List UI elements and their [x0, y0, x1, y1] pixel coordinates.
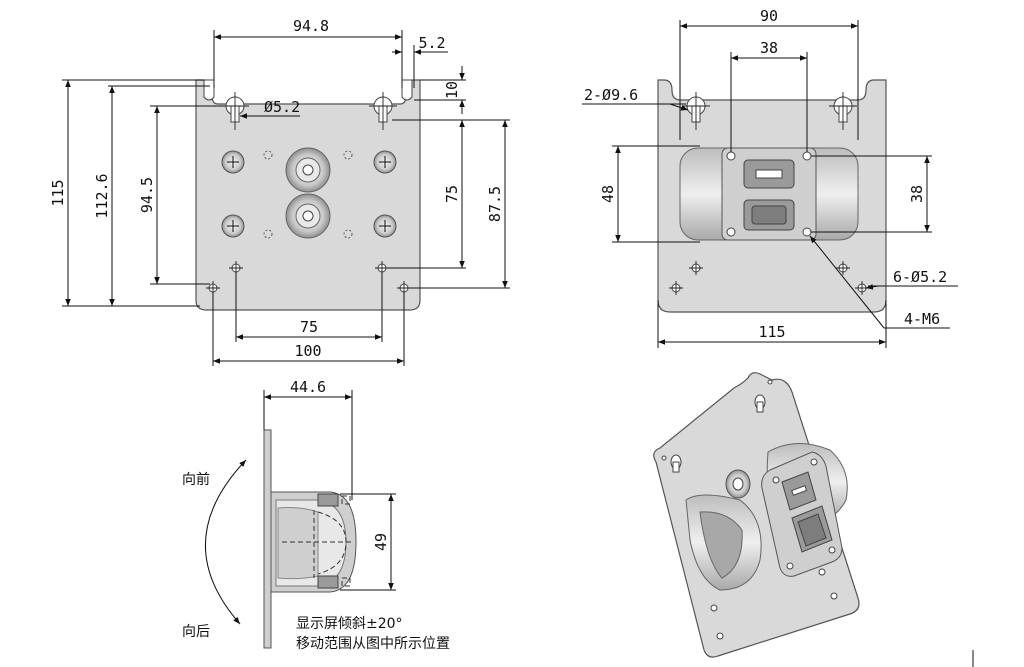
label-forward: 向前 [182, 471, 210, 488]
dim-rear-width-bottom: 115 [657, 300, 887, 348]
dim-text-49: 49 [372, 533, 390, 551]
dim-text-100: 100 [294, 342, 321, 360]
note-tilt-range: 显示屏倾斜±20° [296, 616, 403, 632]
rear-keyhole-right [829, 92, 857, 130]
dim-text-75-right: 75 [443, 185, 461, 203]
dim-text-48: 48 [599, 185, 617, 203]
dim-text-94-5: 94.5 [138, 177, 156, 213]
center-knob-top [285, 147, 331, 193]
dim-side-height: 49 [340, 493, 396, 591]
rear-bottom-holes [669, 261, 869, 295]
dim-height-inner: 94.5 [138, 105, 226, 285]
dim-rear-height-right: 38 [811, 155, 932, 233]
slot-left [203, 79, 215, 101]
dim-rear-width-top: 90 [679, 7, 859, 140]
dim-rear-thread: 4-M6 [809, 235, 950, 329]
side-face [277, 507, 319, 580]
side-view: 44.6 49 向前 向后 显示屏倾斜±20° 移动范围从图中所示位置 [182, 378, 450, 652]
slot-right [401, 79, 413, 101]
dim-text-75-bottom: 75 [300, 318, 318, 336]
isometric-view [653, 372, 860, 658]
tilt-arc-arrow [204, 459, 247, 625]
dim-text-94-8: 94.8 [293, 17, 329, 35]
dim-side-depth: 44.6 [263, 378, 353, 500]
center-knob-bottom [285, 193, 331, 239]
dim-text-2-dia-9-6: 2-Ø9.6 [584, 86, 638, 104]
iso-keyholes [661, 379, 838, 640]
dim-text-hole-dia: Ø5.2 [264, 98, 300, 116]
dim-width-bottom-inner: 75 [235, 272, 383, 342]
dim-text-6-dia-5-2: 6-Ø5.2 [893, 268, 947, 286]
rear-view: 90 38 2-Ø9.6 48 38 6-Ø5.2 [582, 7, 958, 348]
screw-top-left [221, 150, 245, 174]
dim-text-38-top: 38 [760, 39, 778, 57]
dim-text-5-2: 5.2 [418, 34, 445, 52]
side-clip-top [317, 493, 339, 507]
dim-text-10: 10 [443, 81, 461, 99]
keyhole-right [369, 92, 397, 130]
dim-height-right-inner: 75 [388, 119, 466, 269]
note-movement-range: 移动范围从图中所示位置 [296, 635, 450, 652]
dim-width-top: 94.8 [213, 17, 403, 88]
screw-bottom-right [373, 214, 397, 238]
side-centerlines [282, 495, 352, 587]
dim-rear-width-inner: 38 [730, 39, 808, 152]
small-holes [263, 150, 353, 239]
dim-text-90: 90 [760, 7, 778, 25]
dim-text-4-m6: 4-M6 [904, 310, 940, 328]
dim-text-115-bottom: 115 [758, 323, 785, 341]
dim-height-outer: 112.6 [93, 85, 210, 306]
screw-bottom-left [221, 214, 245, 238]
rear-slot-bottom-inner [751, 205, 787, 225]
dim-hole-dia: Ø5.2 [240, 98, 300, 119]
dim-slot-depth: 10 [414, 66, 466, 114]
dim-width-bottom-outer: 100 [212, 292, 405, 366]
screw-top-right [373, 150, 397, 174]
label-backward: 向后 [182, 624, 210, 640]
front-view: 94.8 5.2 10 Ø5.2 115 [49, 17, 510, 366]
dim-height-right-outer: 87.5 [410, 119, 510, 289]
side-plate [263, 429, 272, 649]
iso-m6-holes [772, 458, 836, 570]
dim-text-38-right: 38 [908, 185, 926, 203]
dim-height-total: 115 [49, 79, 204, 307]
dim-rear-holes-bottom: 6-Ø5.2 [865, 268, 958, 290]
rear-slot-top-inner [755, 169, 783, 179]
iso-cup-inner [699, 511, 743, 579]
dim-text-112-6: 112.6 [93, 173, 111, 218]
dim-text-44-6: 44.6 [290, 378, 326, 396]
dim-slot-offset: 5.2 [392, 34, 448, 88]
dim-rear-holes-top: 2-Ø9.6 [582, 86, 689, 111]
dim-text-87-5: 87.5 [486, 186, 504, 222]
side-clip-bottom [317, 575, 339, 589]
dim-text-115: 115 [49, 179, 67, 206]
dim-rear-height-left: 48 [599, 145, 700, 243]
